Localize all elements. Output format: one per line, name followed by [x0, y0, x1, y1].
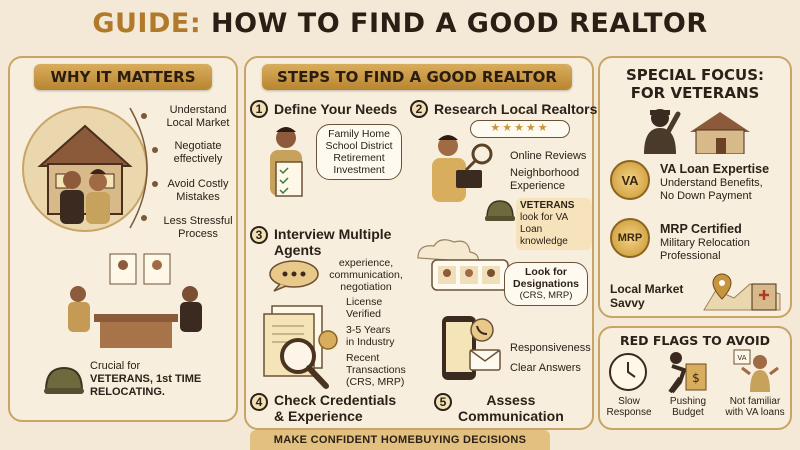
cloud-profiles-icon	[417, 239, 509, 291]
documents-magnifier-icon	[263, 305, 338, 389]
svg-text:$: $	[692, 371, 700, 385]
va-sub: Understand Benefits, No Down Payment	[660, 177, 763, 202]
designations-bubble: Look for Designations (CRS, MRP)	[504, 262, 588, 306]
pushing-budget-icon: $	[668, 352, 707, 394]
step-5-item-responsiveness: Responsiveness	[510, 342, 591, 354]
step-3-title: Interview Multiple Agents	[274, 226, 392, 258]
mrp-title: MRP Certified	[660, 222, 742, 236]
checklist-person-icon	[270, 127, 303, 197]
step-5-item-clear-answers: Clear Answers	[510, 362, 581, 374]
step-3-number: 3	[250, 226, 268, 244]
helmet-icon	[44, 366, 84, 394]
footer-banner: MAKE CONFIDENT HOMEBUYING DECISIONS	[250, 430, 550, 450]
step-2-title: Research Local Realtors	[434, 101, 598, 117]
page-title: GUIDE: HOW TO FIND A GOOD REALTOR	[0, 8, 800, 39]
mrp-text: MRP Certified Military Relocation Profes…	[660, 222, 790, 263]
veterans-heading: SPECIAL FOCUS: FOR VETERANS	[625, 66, 764, 102]
chat-bubble-icon	[269, 260, 319, 292]
step-4-item-years: 3-5 Years in Industry	[346, 324, 395, 348]
confused-person-icon: VA	[733, 349, 779, 392]
red-flag-3: Not familiar with VA loans	[725, 396, 785, 418]
svg-text:VA: VA	[737, 354, 746, 362]
step-4-title: Check Credentials & Experience	[274, 392, 397, 424]
title-main: HOW TO FIND A GOOD REALTOR	[211, 8, 708, 39]
step-1-number: 1	[250, 100, 268, 118]
why-point-3: Avoid Costly Mistakes	[167, 178, 229, 203]
star-rating: ★★★★★	[470, 120, 570, 138]
designations-sub: (CRS, MRP)	[519, 290, 573, 301]
step-1-title: Define Your Needs	[274, 101, 398, 117]
tablet-person-icon	[432, 135, 493, 202]
veterans-strong: VETERANS	[520, 200, 575, 211]
step-5-number: 5	[434, 393, 452, 411]
why-point-2: Negotiate effectively	[173, 140, 223, 165]
local-market-savvy: Local Market Savvy	[610, 282, 684, 310]
red-flag-1: Slow Response	[606, 396, 652, 418]
va-title: VA Loan Expertise	[660, 162, 770, 176]
why-connector	[129, 107, 158, 229]
step-3-interview-topics: experience, communication, negotiation	[329, 257, 403, 293]
step-4-number: 4	[250, 393, 268, 411]
designations-title: Look for Designations	[513, 266, 579, 290]
step-2-item-neighborhood: Neighborhood Experience	[510, 167, 580, 192]
family-house-illustration	[22, 106, 148, 232]
step-4-item-transactions: Recent Transactions (CRS, MRP)	[346, 352, 406, 388]
veterans-rest: look for VA Loan knowledge	[520, 212, 569, 247]
why-heading: WHY IT MATTERS	[34, 64, 212, 90]
meeting-illustration	[68, 253, 202, 348]
slow-response-icon	[609, 353, 647, 391]
why-it-matters-panel	[8, 56, 238, 422]
why-point-4: Less Stressful Process	[163, 215, 233, 240]
step-2-number: 2	[410, 100, 428, 118]
red-flag-2: Pushing Budget	[669, 396, 707, 418]
red-flags-heading: RED FLAGS TO AVOID	[619, 333, 771, 348]
step-4-item-license: License Verified	[346, 296, 383, 320]
phone-message-icon	[442, 316, 501, 380]
steps-heading: STEPS TO FIND A GOOD REALTOR	[262, 64, 572, 90]
va-text: VA Loan Expertise Understand Benefits, N…	[660, 162, 790, 203]
mrp-badge: MRP	[610, 218, 650, 258]
crucial-prefix: Crucial for	[90, 360, 141, 372]
mrp-sub: Military Relocation Professional	[660, 237, 750, 262]
crucial-text: Crucial for VETERANS, 1st TIME RELOCATIN…	[90, 360, 236, 399]
veteran-helmet-icon	[485, 200, 515, 221]
step-5-title: Assess Communication	[458, 392, 564, 424]
step-2-veterans-note: VETERANS look for VA Loan knowledge	[516, 198, 592, 250]
saluting-soldier-house-icon	[644, 109, 750, 154]
why-point-1: Understand Local Market	[166, 104, 230, 129]
step-2-item-reviews: Online Reviews	[510, 150, 587, 162]
map-pin-building-icon	[703, 273, 781, 311]
crucial-strong: VETERANS, 1st TIME RELOCATING.	[90, 373, 202, 398]
title-prefix: GUIDE:	[92, 8, 202, 39]
va-badge: VA	[610, 160, 650, 200]
step-1-needs-bubble: Family Home School District Retirement I…	[316, 124, 402, 180]
